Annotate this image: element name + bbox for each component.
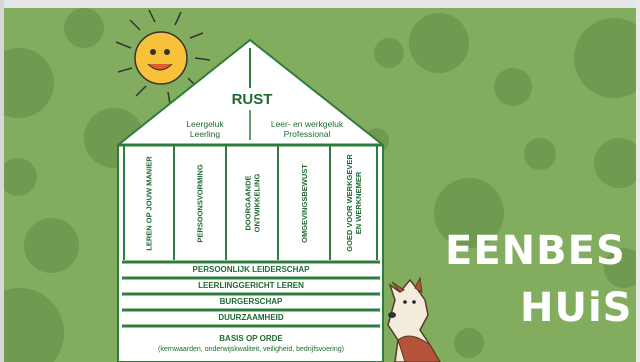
roof-title: RUST — [231, 91, 273, 108]
pillar-label: PERSOONSVORMING — [195, 163, 205, 243]
background-dot — [574, 18, 636, 98]
top-strip — [0, 0, 640, 8]
base-title: BASIS OP ORDE — [219, 334, 283, 343]
sun-icon — [115, 9, 211, 105]
background-dot — [4, 158, 37, 196]
background-dot — [594, 138, 636, 188]
title-line-2: HUiS — [520, 285, 633, 331]
background-dot — [374, 38, 404, 68]
house-outline — [117, 38, 384, 362]
pillar-5: GOED VOOR WERKGEVER EN WERKNEMER — [330, 147, 377, 259]
background-dot — [409, 13, 469, 73]
background-dot — [604, 248, 636, 288]
background-dot — [434, 178, 504, 248]
dog-illustration — [387, 276, 441, 362]
background-dot — [24, 218, 79, 273]
pillar-2: PERSOONSVORMING — [174, 147, 226, 259]
left-strip — [0, 0, 4, 362]
base-subtitle: (kernwaarden, onderwijskwaliteit, veilig… — [158, 346, 344, 353]
pillar-label: DOORGAANDE ONTWIKKELING — [243, 173, 261, 233]
pillar-4: OMGEVINGSBEWUST — [278, 147, 330, 259]
title-line-1: EENBES — [445, 228, 626, 274]
roof-left-label: Leergeluk Leerling — [186, 119, 224, 139]
roof-right-label: Leer- en werkgeluk Professional — [270, 119, 344, 139]
pillar-label: GOED VOOR WERKGEVER EN WERKNEMER — [344, 154, 363, 252]
band-1: PERSOONLIJK LEIDERSCHAP — [192, 265, 310, 274]
pillar-label: LEREN OP JOUW MANIER — [144, 155, 154, 251]
band-2: LEERLINGGERICHT LEREN — [198, 281, 304, 290]
pillar-1: LEREN OP JOUW MANIER — [124, 147, 174, 259]
background-dot — [524, 138, 556, 170]
background-dot — [64, 8, 104, 48]
right-strip — [636, 0, 640, 362]
pillar-3: DOORGAANDE ONTWIKKELING — [226, 147, 278, 259]
band-3: BURGERSCHAP — [219, 297, 283, 306]
band-4: DUURZAAMHEID — [218, 313, 284, 322]
background-dot — [454, 328, 484, 358]
background-dot — [494, 68, 532, 106]
pillar-label: OMGEVINGSBEWUST — [299, 163, 309, 243]
